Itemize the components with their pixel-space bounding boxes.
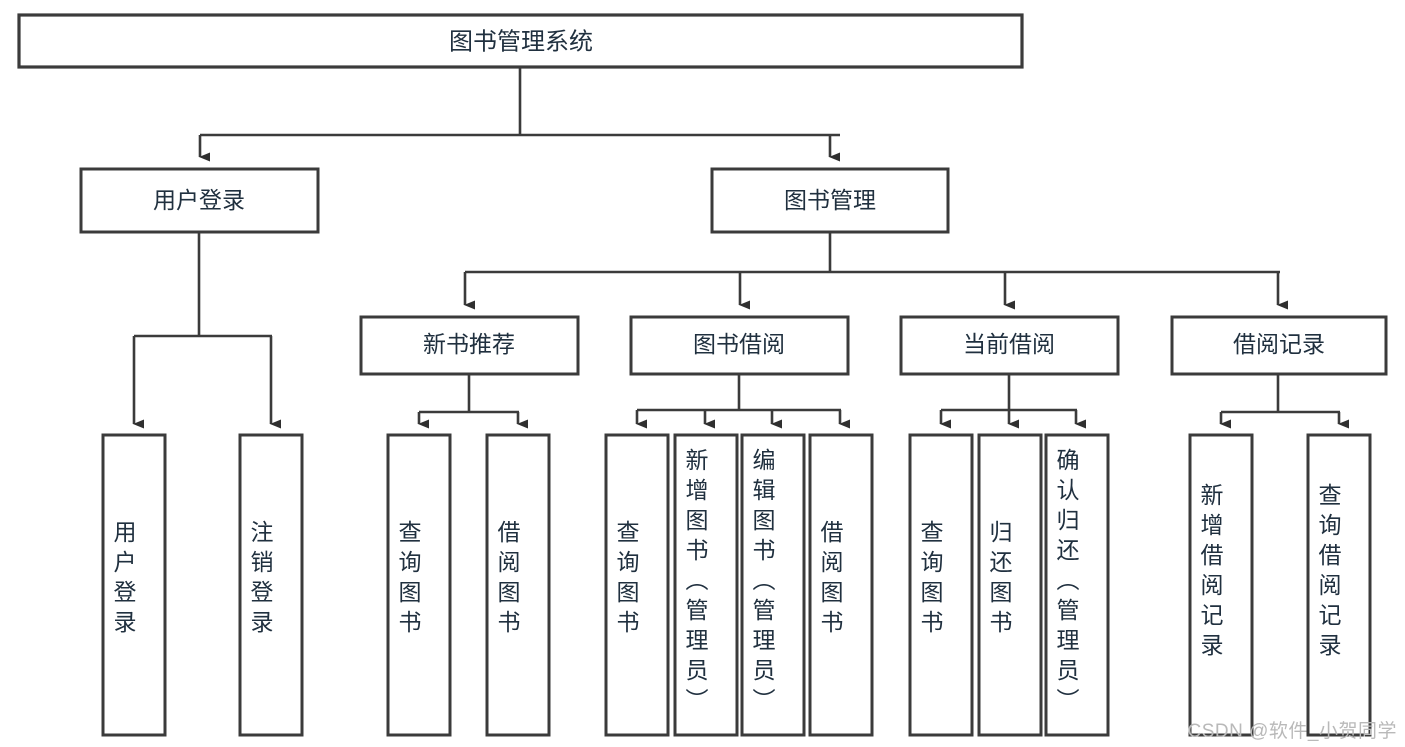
leaf-box-add-borrow-record[interactable] xyxy=(1188,433,1254,737)
node-book-management[interactable]: 图书管理 xyxy=(710,167,950,234)
leaf-box-user-login[interactable] xyxy=(101,433,167,737)
leaf-box-edit-book-admin[interactable] xyxy=(740,433,806,737)
edges-userlogin-to-leaves xyxy=(132,232,281,429)
edges-newbook-to-leaves xyxy=(417,374,528,429)
leaf-box-borrow-book-1[interactable] xyxy=(485,433,551,737)
node-book-borrow[interactable]: 图书借阅 xyxy=(629,315,850,376)
node-book-borrow-label: 图书借阅 xyxy=(693,331,785,357)
node-current-borrow[interactable]: 当前借阅 xyxy=(899,315,1120,376)
node-new-book-recommend-label: 新书推荐 xyxy=(423,331,515,357)
leaf-box-borrow-book-2[interactable] xyxy=(808,433,874,737)
leaf-box-add-book-admin[interactable] xyxy=(673,433,739,737)
edges-bookborrow-to-leaves xyxy=(635,374,850,429)
node-new-book-recommend[interactable]: 新书推荐 xyxy=(359,315,580,376)
node-borrow-record-label: 借阅记录 xyxy=(1233,331,1325,357)
node-borrow-record[interactable]: 借阅记录 xyxy=(1170,315,1388,376)
leaf-box-confirm-return-admin[interactable] xyxy=(1044,433,1110,737)
node-current-borrow-label: 当前借阅 xyxy=(963,331,1055,357)
leaf-box-query-book-2[interactable] xyxy=(604,433,670,737)
node-user-login-label: 用户登录 xyxy=(153,187,245,213)
edges-root-to-level2 xyxy=(198,67,840,162)
node-root-label: 图书管理系统 xyxy=(449,28,593,55)
edges-borrowrecord-to-leaves xyxy=(1219,374,1349,429)
edges-bookmgmt-to-level3 xyxy=(463,232,1288,310)
node-root[interactable]: 图书管理系统 xyxy=(17,13,1024,69)
leaf-box-query-borrow-record[interactable] xyxy=(1306,433,1372,737)
node-book-management-label: 图书管理 xyxy=(784,187,876,213)
leaf-box-logout[interactable] xyxy=(238,433,304,737)
leaf-box-query-book-3[interactable] xyxy=(908,433,974,737)
leaf-box-return-book[interactable] xyxy=(977,433,1043,737)
leaf-box-query-book-1[interactable] xyxy=(386,433,452,737)
edges-currentborrow-to-leaves xyxy=(939,374,1086,429)
node-user-login[interactable]: 用户登录 xyxy=(79,167,320,234)
csdn-watermark: CSDN @软件_小贺同学 xyxy=(1187,721,1397,742)
